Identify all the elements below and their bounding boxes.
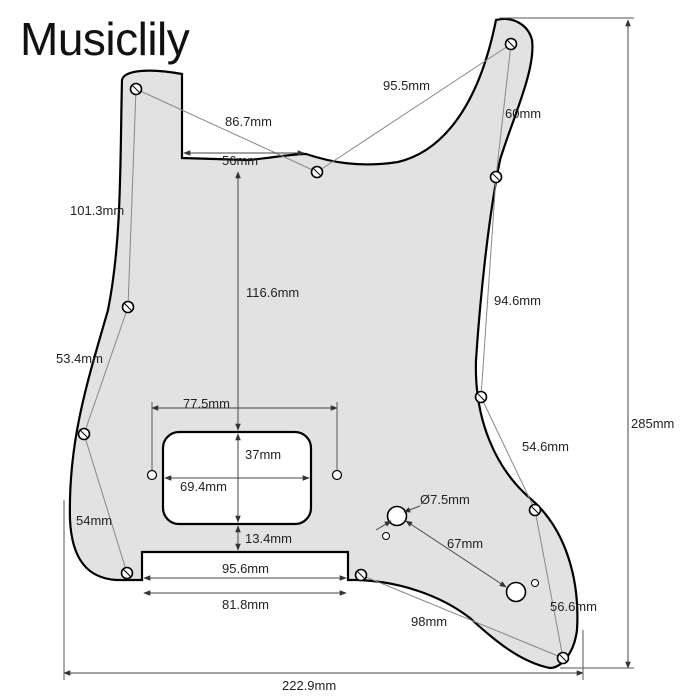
screw-hole — [489, 170, 503, 184]
label-neck-pocket-width: 56mm — [222, 153, 258, 168]
screw-hole — [528, 503, 542, 517]
dimension-lines — [63, 17, 634, 680]
label-slot-outer-width: 95.6mm — [222, 561, 269, 576]
label-left-upper-edge: 101.3mm — [70, 203, 124, 218]
screw-hole — [556, 651, 570, 665]
label-slot-inner-width: 81.8mm — [222, 597, 269, 612]
screw-hole — [77, 427, 91, 441]
label-pickup-width: 69.4mm — [180, 479, 227, 494]
pickup-mount-hole — [146, 469, 158, 481]
label-pickup-to-slot: 13.4mm — [245, 531, 292, 546]
label-control-span: 67mm — [447, 536, 483, 551]
control-hole-small — [382, 532, 390, 540]
brand-title: Musiclily — [20, 13, 190, 65]
label-neck-to-pickup: 116.6mm — [246, 285, 299, 300]
label-jack-diameter: Ø7.5mm — [420, 492, 470, 507]
hole-guides — [83, 43, 564, 659]
screw-hole — [121, 300, 135, 314]
screw-hole — [474, 390, 488, 404]
pickup-mount-hole — [331, 469, 343, 481]
screw-hole — [129, 82, 143, 96]
label-overall-width: 222.9mm — [282, 678, 336, 693]
control-hole-small — [531, 579, 539, 587]
screw-hole — [354, 568, 368, 582]
pickguard-outline — [68, 17, 579, 670]
label-pickup-height: 37mm — [245, 447, 281, 462]
screw-hole — [120, 566, 134, 580]
label-right-lower: 54.6mm — [522, 439, 569, 454]
label-neck-to-horn: 95.5mm — [383, 78, 430, 93]
screw-holes — [77, 37, 570, 665]
label-left-lower: 54mm — [76, 513, 112, 528]
dimension-labels: 222.9mm 285mm 95.5mm 60mm 86.7mm 56mm 10… — [56, 78, 674, 693]
label-bottom-hole-span: 98mm — [411, 614, 447, 629]
label-horn-to-upper-right: 60mm — [505, 106, 541, 121]
control-hole-large — [386, 505, 408, 527]
label-overall-height: 285mm — [631, 416, 674, 431]
screw-hole — [310, 165, 324, 179]
label-neck-hole-span: 86.7mm — [225, 114, 272, 129]
control-hole-large — [505, 581, 527, 603]
screw-hole — [504, 37, 518, 51]
label-left-mid: 53.4mm — [56, 351, 103, 366]
label-right-mid: 94.6mm — [494, 293, 541, 308]
label-pickup-mount-span: 77.5mm — [183, 396, 230, 411]
label-bottom-right: 56.6mm — [550, 599, 597, 614]
